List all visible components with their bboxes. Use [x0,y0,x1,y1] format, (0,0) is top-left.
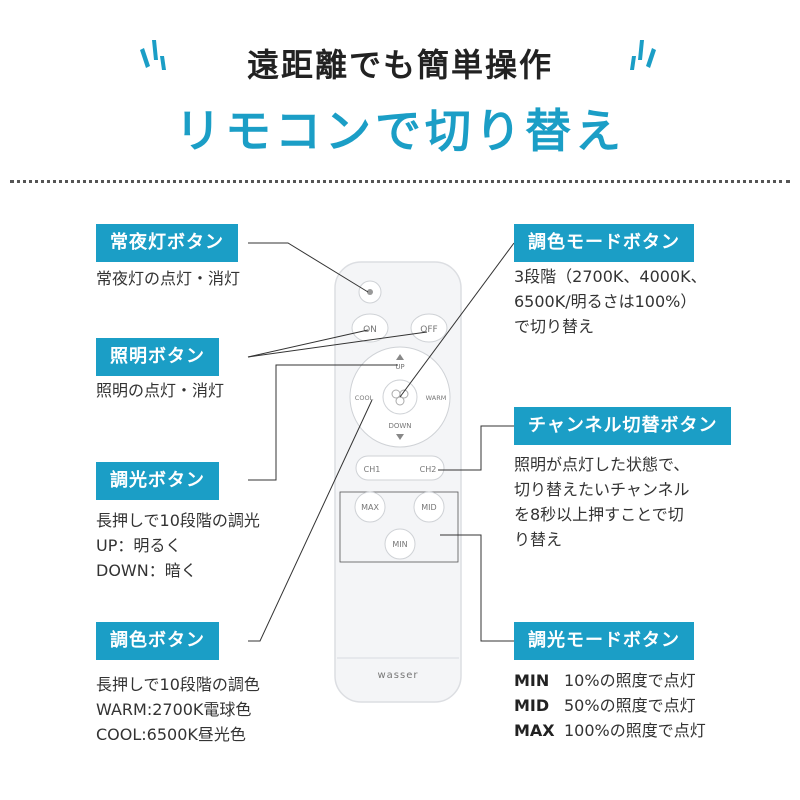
page-title: リモコンで切り替え [175,104,625,158]
dimming-desc: 長押しで10段階の調光 UP：明るく DOWN：暗く [96,511,260,580]
down-label: DOWN [388,422,411,430]
up-arrow-icon [396,354,404,360]
dim-mode-label: 調光モードボタン [514,622,694,660]
up-label: UP [395,363,404,371]
left-spark-icon [140,40,166,70]
max-button [354,491,386,523]
svg-text:ON: ON [363,325,377,335]
dotted-divider [10,180,790,183]
channel-button-bar [355,455,445,481]
right-spark-icon [630,40,656,70]
svg-text:MIN: MIN [392,540,407,549]
cool-label: COOL [355,394,374,402]
light-connector-on [247,329,369,358]
dim-mode-connector [440,534,514,642]
channel-label: チャンネル切替ボタン [514,407,732,445]
on-button [351,313,389,343]
night-light-label: 常夜灯ボタン [96,224,238,262]
color-label: 調色ボタン [96,622,219,660]
night-light-connector [248,242,369,293]
svg-text:MAX: MAX [361,503,379,512]
light-connector-off [247,331,428,358]
page-subtitle: 遠距離でも簡単操作 [246,46,553,84]
svg-text:CH1: CH1 [364,465,381,474]
dim-mode-frame [339,491,459,563]
remote-brand: wasser [378,670,419,681]
svg-text:CH2: CH2 [420,465,437,474]
color-desc: 長押しで10段階の調色 WARM:2700K電球色 COOL:6500K昼光色 [96,675,260,744]
warm-label: WARM [426,394,447,402]
light-label: 照明ボタン [96,338,219,376]
down-arrow-icon [396,434,404,440]
night-light-desc: 常夜灯の点灯・消灯 [96,269,241,288]
channel-desc: 照明が点灯した状態で、 切り替えたいチャンネル を8秒以上押すことで切 り替え [514,455,690,549]
dimming-label: 調光ボタン [96,462,219,500]
dimming-connector [248,364,398,481]
color-mode-label: 調色モードボタン [514,224,694,262]
channel-connector [438,425,514,471]
off-button [410,313,448,343]
color-mode-connector [399,242,515,398]
min-button [384,528,416,560]
svg-text:OFF: OFF [420,325,437,335]
color-connector [248,399,373,642]
color-mode-desc: 3段階（2700K、4000K、 6500K/明るさは100%） で切り替え [514,267,707,336]
svg-text:MID: MID [421,503,436,512]
mid-button [413,491,445,523]
light-desc: 照明の点灯・消灯 [96,381,225,400]
